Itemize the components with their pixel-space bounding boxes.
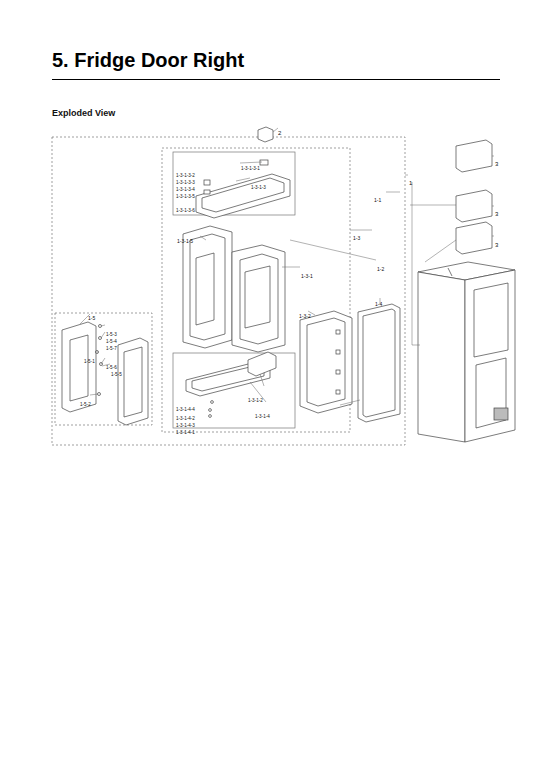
callout-text: 1-3-1-3 — [251, 185, 266, 190]
callout-number: 1-3-1-3 — [251, 175, 266, 193]
callout-text: 3 — [495, 211, 498, 217]
callout-number: 2 — [278, 121, 281, 139]
callout-text: 1-5-3 — [106, 332, 117, 337]
callout-text: 2 — [278, 130, 281, 136]
inset-frame — [173, 353, 295, 428]
callout-text: 1-3-1-3-4 — [176, 187, 195, 192]
callout-number: 3 — [495, 152, 498, 170]
group-frame — [52, 137, 405, 445]
callout-text: 1-3-1-4-2 — [176, 416, 195, 421]
callout-number: 1-3-1-3-5 — [176, 184, 195, 202]
callout-number: 1-3-1-3-2 — [176, 163, 195, 181]
callout-text: 3 — [495, 242, 498, 248]
callout-number: 1-3-1 — [301, 264, 313, 282]
group-frame — [162, 148, 350, 432]
callout-text: 1-3-1-4-1 — [176, 430, 195, 435]
callout-number: 1-5-7 — [106, 336, 117, 354]
callout-number: 1-5-6 — [106, 355, 117, 373]
callout-text: 1-3-1-3-6 — [176, 208, 195, 213]
subtitle-text: Exploded View — [52, 108, 115, 118]
callout-text: 1-3-1-3-3 — [176, 180, 195, 185]
callout-number: 1-5-2 — [80, 392, 91, 410]
callout-text: 1-3-1-4 — [255, 414, 270, 419]
callout-number: 1-3-1-3-1 — [241, 156, 260, 174]
callout-text: 1-3-1-3-5 — [176, 194, 195, 199]
page-title: 5. Fridge Door Right — [52, 49, 244, 72]
callout-text: 1-3 — [353, 235, 360, 241]
callout-number: 1-3-1-5 — [177, 229, 193, 247]
callout-number: 1-3-1-3-3 — [176, 170, 195, 188]
callout-text: 1 — [409, 180, 412, 186]
callout-text: 1-3-1-4-3 — [176, 423, 195, 428]
callout-number: 1-5-5 — [111, 362, 122, 380]
callout-number: 1-3-1-4-3 — [176, 413, 195, 431]
group-frame — [55, 313, 152, 425]
callout-text: 1-3-2 — [299, 313, 311, 319]
callout-number: 1-3-1-4-4 — [176, 397, 195, 415]
title-rule — [52, 79, 500, 80]
callout-text: 1-5-1 — [84, 359, 95, 364]
callout-number: 1-3-1-3-4 — [176, 177, 195, 195]
callout-number: 1-3-1-4 — [255, 404, 270, 422]
title-text: 5. Fridge Door Right — [52, 49, 244, 71]
callout-number: 1-3-1-4-1 — [176, 420, 195, 438]
callout-number: 1-5-4 — [106, 329, 117, 347]
callout-number: 1-2 — [377, 257, 384, 275]
callout-number: 1-5 — [88, 306, 95, 324]
callout-text: 1-3-1-3-1 — [241, 166, 260, 171]
callout-text: 1-1 — [374, 197, 381, 203]
callout-text: 1-3-1-5 — [177, 238, 193, 244]
callout-number: 1-1 — [374, 188, 381, 206]
callout-text: 1-5-7 — [106, 346, 117, 351]
callout-number: 1-3 — [353, 226, 360, 244]
callout-text: 1-3-1 — [301, 273, 313, 279]
callout-text: 1-5-2 — [80, 402, 91, 407]
inset-frame — [173, 152, 295, 215]
callout-number: 1-3-1-2 — [248, 388, 263, 406]
callout-text: 1-5-4 — [106, 339, 117, 344]
callout-text: 1-4 — [375, 301, 382, 307]
parts — [62, 127, 515, 442]
callout-text: 1-3-1-3-2 — [176, 173, 195, 178]
callout-text: 1-3-1-4-4 — [176, 407, 195, 412]
callout-text: 1-2 — [377, 266, 384, 272]
callout-number: 1-3-1-4-2 — [176, 406, 195, 424]
callout-text: 1-5 — [88, 315, 95, 321]
subtitle: Exploded View — [52, 102, 115, 120]
callout-text: 3 — [495, 161, 498, 167]
callout-number: 1-3-1-3-6 — [176, 198, 195, 216]
callout-text: 1-5-6 — [106, 365, 117, 370]
callout-text: 1-5-5 — [111, 372, 122, 377]
callout-number: 3 — [495, 233, 498, 251]
callout-number: 1-3-2 — [299, 304, 311, 322]
callout-number: 1 — [409, 171, 412, 189]
callout-number: 3 — [495, 202, 498, 220]
callout-number: 1-5-1 — [84, 349, 95, 367]
callout-number: 1-4 — [375, 292, 382, 310]
callout-number: 1-5-3 — [106, 322, 117, 340]
callout-text: 1-3-1-2 — [248, 398, 263, 403]
leader-lines — [80, 128, 494, 405]
